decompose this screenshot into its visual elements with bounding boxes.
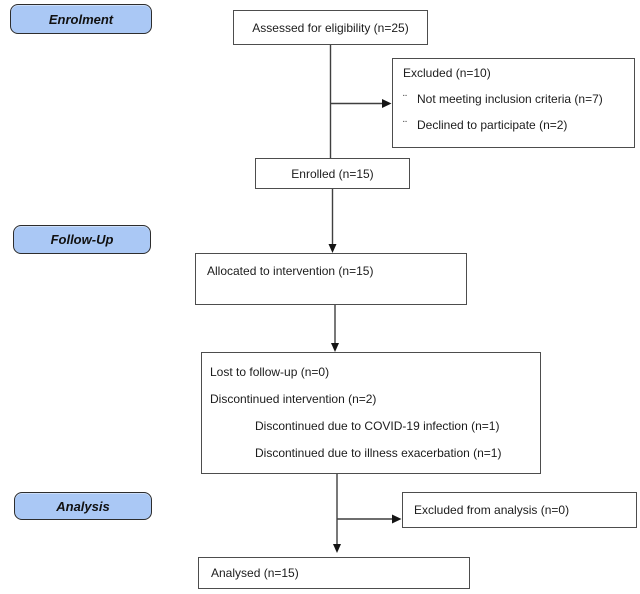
analysed-box: Analysed (n=15): [198, 557, 470, 589]
allocated-box: Allocated to intervention (n=15): [195, 253, 467, 305]
excluded-item: ¨ Declined to participate (n=2): [403, 118, 624, 132]
discontinued-exacerbation-text: Discontinued due to illness exacerbation…: [255, 446, 502, 460]
stage-label-followup: Follow-Up: [13, 225, 151, 254]
stage-label-analysis: Analysis: [14, 492, 152, 520]
excluded-item-text: Declined to participate (n=2): [417, 118, 568, 132]
lost-to-followup-text: Lost to follow-up (n=0): [210, 365, 330, 379]
stage-label-enrolment-text: Enrolment: [48, 11, 114, 27]
enrolled-box: Enrolled (n=15): [255, 158, 410, 189]
enrolled-text: Enrolled (n=15): [291, 166, 374, 181]
excluded-box: Excluded (n=10) ¨ Not meeting inclusion …: [392, 58, 635, 148]
discontinued-intervention-text: Discontinued intervention (n=2): [210, 392, 377, 406]
excluded-from-analysis-text: Excluded from analysis (n=0): [414, 503, 570, 517]
followup-outcomes-box: Lost to follow-up (n=0) Discontinued int…: [201, 352, 541, 474]
stage-label-analysis-text: Analysis: [56, 498, 110, 514]
excluded-item: ¨ Not meeting inclusion criteria (n=7): [403, 92, 624, 106]
stage-label-followup-text: Follow-Up: [50, 232, 114, 247]
analysed-text: Analysed (n=15): [211, 566, 299, 580]
excluded-item-text: Not meeting inclusion criteria (n=7): [417, 92, 603, 106]
assessed-eligibility-text: Assessed for eligibility (n=25): [252, 20, 409, 35]
allocated-text: Allocated to intervention (n=15): [207, 264, 374, 278]
stage-label-enrolment: Enrolment: [10, 4, 152, 34]
excluded-title: Excluded (n=10): [403, 66, 491, 80]
assessed-eligibility-box: Assessed for eligibility (n=25): [233, 10, 428, 45]
bullet-icon: ¨: [403, 92, 407, 106]
bullet-icon: ¨: [403, 118, 407, 132]
discontinued-covid-text: Discontinued due to COVID-19 infection (…: [255, 419, 500, 433]
excluded-from-analysis-box: Excluded from analysis (n=0): [402, 492, 637, 528]
